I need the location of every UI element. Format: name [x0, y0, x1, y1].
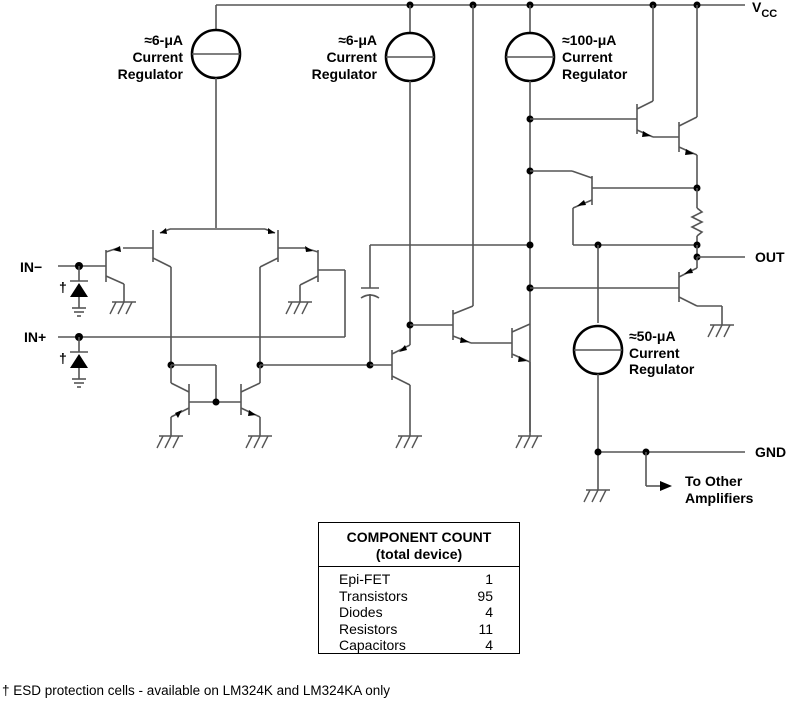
regulator-1-label2: Regulator	[118, 66, 184, 82]
component-count-header: COMPONENT COUNT (total device)	[319, 523, 519, 567]
output-stage	[526, 5, 745, 325]
in-minus-pin	[70, 262, 88, 317]
regulator-1-label: Current	[132, 49, 183, 65]
in-plus-label: IN+	[24, 329, 46, 345]
arrow-icon	[660, 481, 672, 491]
out-label: OUT	[755, 249, 785, 265]
regulator-3-label: Current	[562, 49, 613, 65]
regulator-2-label2: Regulator	[312, 66, 378, 82]
in-plus-pin	[70, 333, 88, 388]
gnd-rail	[594, 448, 745, 491]
to-other-amplifiers-label2: Amplifiers	[685, 490, 754, 506]
regulator-3-label2: Regulator	[562, 66, 628, 82]
current-regulator-6ua-2	[384, 5, 436, 325]
vcc-rail	[216, 1, 745, 9]
component-count-subtitle: (total device)	[375, 546, 463, 562]
regulator-2-current: ≈6-μA	[338, 32, 377, 48]
regulator-4-label2: Regulator	[629, 361, 695, 377]
gnd-label: GND	[755, 444, 786, 460]
regulator-4-label: Current	[629, 345, 680, 361]
to-other-amplifiers-label: To Other	[685, 473, 743, 489]
in-minus-label: IN−	[20, 259, 42, 275]
regulator-1-current: ≈6-μA	[144, 32, 183, 48]
current-regulator-6ua-1	[190, 5, 242, 228]
input-stage	[58, 228, 370, 436]
gain-stage	[360, 5, 534, 436]
regulator-4-current: ≈50-μA	[629, 328, 676, 344]
component-count-title: COMPONENT COUNT	[346, 529, 492, 545]
regulator-3-current: ≈100-μA	[562, 32, 616, 48]
regulator-2-label: Current	[326, 49, 377, 65]
vcc-label: VCC	[752, 0, 777, 20]
footnote: † ESD protection cells - available on LM…	[2, 683, 390, 698]
esd-dagger-1: †	[59, 279, 67, 295]
current-regulator-50ua	[572, 324, 624, 490]
esd-dagger-2: †	[59, 350, 67, 366]
